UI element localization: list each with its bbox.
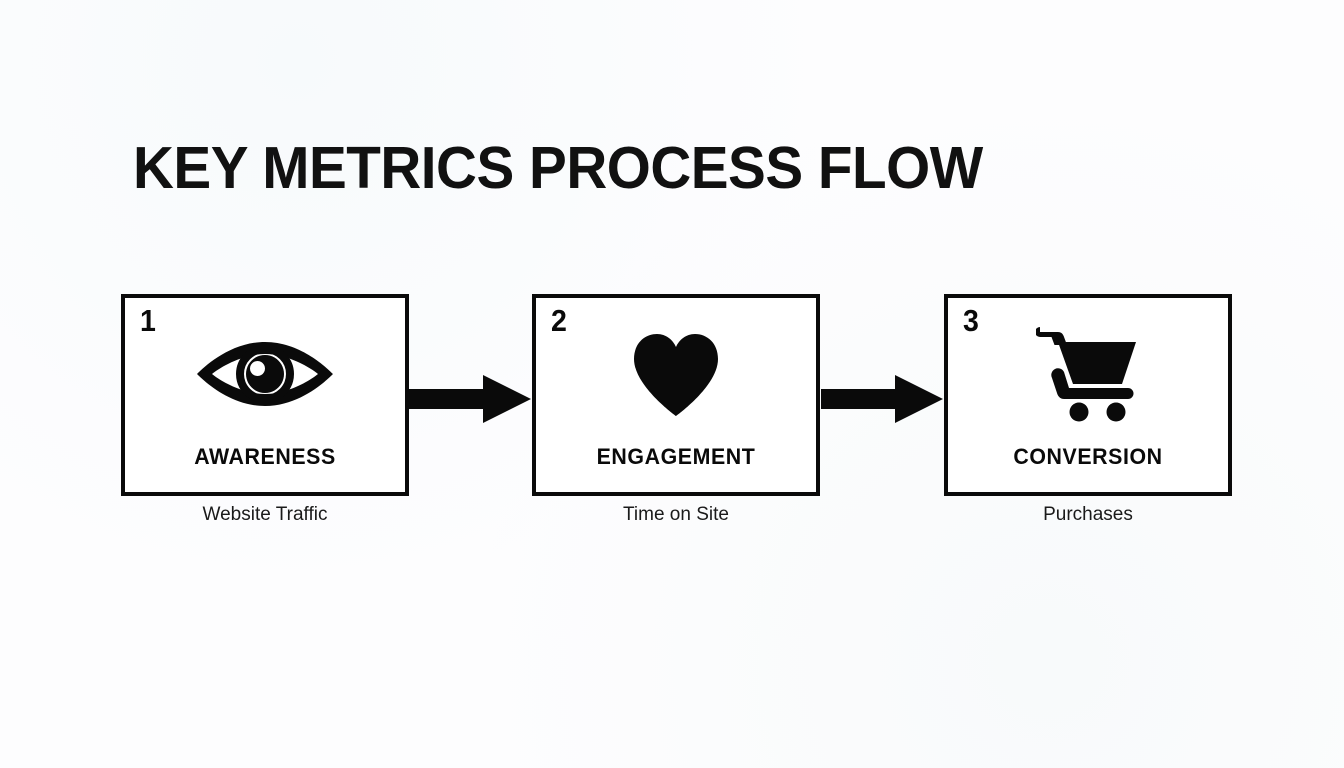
shopping-cart-icon [948, 326, 1228, 422]
eye-icon [125, 326, 405, 422]
step-number: 2 [551, 303, 567, 338]
step-label: ENGAGEMENT [596, 444, 756, 469]
arrow-right-icon [409, 375, 531, 423]
step-number: 3 [963, 303, 979, 338]
step-caption: Time on Site [623, 504, 729, 525]
step-box[interactable]: 3 CONVERSION [944, 294, 1232, 496]
process-step-1[interactable]: 1 AWARENESS Website Traffic [121, 294, 409, 525]
step-box[interactable]: 1 AWARENESS [121, 294, 409, 496]
step-label: AWARENESS [194, 444, 336, 469]
step-caption: Website Traffic [202, 504, 328, 525]
step-label: CONVERSION [1013, 444, 1163, 469]
step-number: 1 [140, 303, 156, 338]
process-step-2[interactable]: 2 ENGAGEMENT Time on Site [532, 294, 820, 525]
process-step-3[interactable]: 3 CONVERSION Purchases [944, 294, 1232, 525]
page-title: KEY METRICS PROCESS FLOW [133, 135, 983, 201]
arrow-right-icon [821, 375, 943, 423]
step-box[interactable]: 2 ENGAGEMENT [532, 294, 820, 496]
step-caption: Purchases [1043, 504, 1133, 525]
heart-icon [536, 326, 816, 422]
